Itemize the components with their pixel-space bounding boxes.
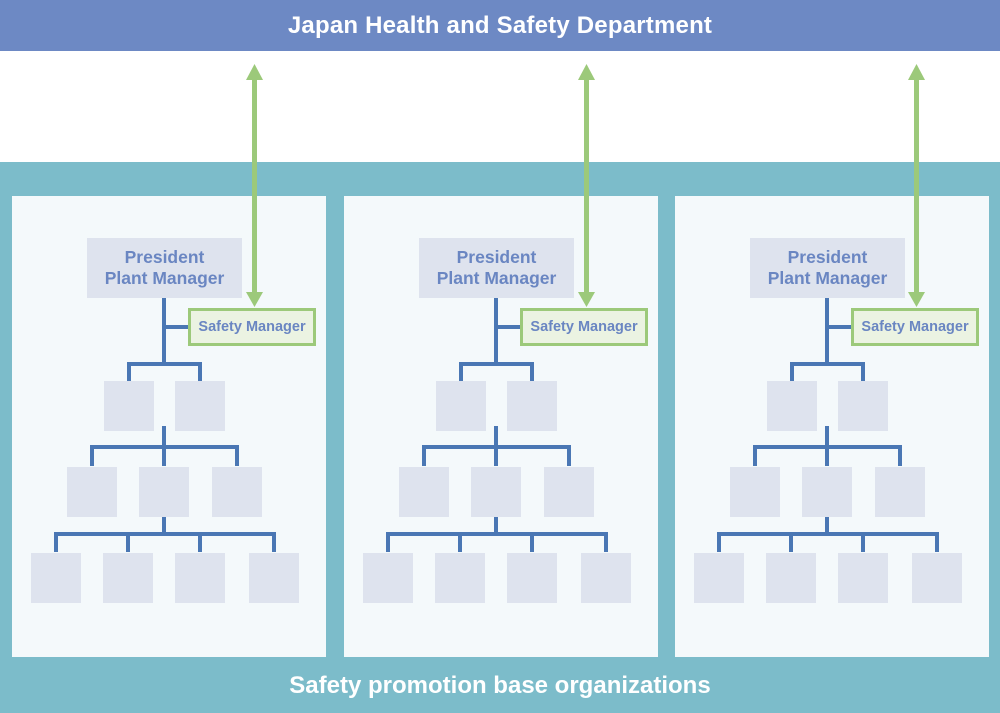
plant-manager-label: Plant Manager <box>436 268 557 288</box>
org-box <box>104 381 154 431</box>
org-box <box>507 381 557 431</box>
org-box <box>67 467 117 517</box>
org-box <box>212 467 262 517</box>
org-box <box>175 553 225 603</box>
president-box: President Plant Manager <box>419 238 574 298</box>
org-box <box>175 381 225 431</box>
org-box <box>912 553 962 603</box>
org-box <box>730 467 780 517</box>
safety-manager-label: Safety Manager <box>861 319 969 335</box>
safety-manager-label: Safety Manager <box>198 319 306 335</box>
president-label: President <box>124 247 205 267</box>
footer-label: Safety promotion base organizations <box>289 672 711 699</box>
org-box <box>363 553 413 603</box>
header-banner: Japan Health and Safety Department <box>0 0 1000 51</box>
org-tree-2 <box>363 298 631 603</box>
org-box <box>399 467 449 517</box>
president-label: President <box>787 247 868 267</box>
org-box <box>875 467 925 517</box>
header-title: Japan Health and Safety Department <box>287 11 713 39</box>
org-box <box>471 467 521 517</box>
organization-panel-3: President Plant Manager Safety Manager <box>675 196 989 657</box>
president-label: President <box>456 247 537 267</box>
org-box <box>31 553 81 603</box>
org-box <box>581 553 631 603</box>
org-box <box>436 381 486 431</box>
org-tree-3 <box>694 298 962 603</box>
two-way-arrow-2 <box>578 64 595 307</box>
safety-manager-box: Safety Manager <box>520 308 648 346</box>
footer-label-bar: Safety promotion base organizations <box>0 666 1000 706</box>
org-box <box>838 553 888 603</box>
plant-manager-label: Plant Manager <box>767 268 888 288</box>
org-box <box>544 467 594 517</box>
safety-manager-box: Safety Manager <box>188 308 316 346</box>
president-box: President Plant Manager <box>750 238 905 298</box>
org-box <box>507 553 557 603</box>
org-box <box>838 381 888 431</box>
two-way-arrow-1 <box>246 64 263 307</box>
org-box <box>802 467 852 517</box>
organization-panel-1: President Plant Manager Safety Manager <box>12 196 326 657</box>
org-box <box>249 553 299 603</box>
two-way-arrow-3 <box>908 64 925 307</box>
safety-manager-label: Safety Manager <box>530 319 638 335</box>
president-box: President Plant Manager <box>87 238 242 298</box>
plant-manager-label: Plant Manager <box>104 268 225 288</box>
org-box <box>435 553 485 603</box>
safety-manager-box: Safety Manager <box>851 308 979 346</box>
org-box <box>766 553 816 603</box>
org-box <box>139 467 189 517</box>
org-box <box>694 553 744 603</box>
org-box <box>103 553 153 603</box>
organization-panel-2: President Plant Manager Safety Manager <box>344 196 658 657</box>
org-box <box>767 381 817 431</box>
org-tree-1 <box>31 298 299 603</box>
